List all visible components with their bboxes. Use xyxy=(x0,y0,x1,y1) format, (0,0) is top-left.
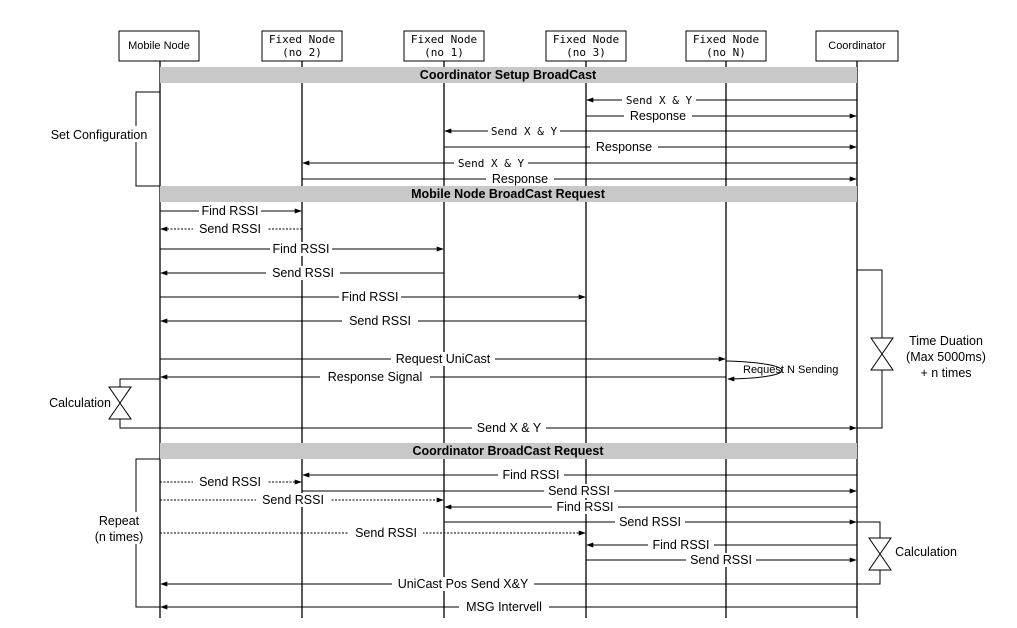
msg-label: Response xyxy=(596,140,652,154)
repeat-group: Repeat (n times) xyxy=(88,458,160,608)
section-coord-request: Coordinator BroadCast Request xyxy=(160,443,857,459)
msg-label: Send RSSI xyxy=(199,222,261,236)
msg-label: Send RSSI xyxy=(199,475,261,489)
section-coord-request-title: Coordinator BroadCast Request xyxy=(413,444,605,458)
node-fixed1: Fixed Node (no 1) xyxy=(403,30,485,62)
calculation-left-group: Calculation xyxy=(49,378,160,429)
calculation-right-bracket xyxy=(857,521,881,585)
node-fixedN-sub: (no N) xyxy=(706,46,746,59)
msg-label: Send RSSI xyxy=(349,314,411,328)
time-duration-max-label: (Max 5000ms) xyxy=(906,350,986,364)
node-fixedN: Fixed Node (no N) xyxy=(685,30,767,62)
set-configuration-group: Set Configuration xyxy=(45,91,160,187)
node-fixed1-label: Fixed Node xyxy=(411,33,477,46)
node-fixed3-label: Fixed Node xyxy=(553,33,619,46)
section-mobile-request-title: Mobile Node BroadCast Request xyxy=(411,187,606,201)
calculation-left-bracket xyxy=(119,378,160,429)
msg-label: Send RSSI xyxy=(619,515,681,529)
lifelines xyxy=(159,61,858,618)
node-fixed2-sub: (no 2) xyxy=(282,46,322,59)
msg-label: Find RSSI xyxy=(342,290,399,304)
hourglass-left-icon xyxy=(108,386,132,420)
msg-label: Find RSSI xyxy=(202,204,259,218)
node-fixed2-label: Fixed Node xyxy=(269,33,335,46)
msg-label: Find RSSI xyxy=(653,538,710,552)
msg-label: Send X & Y xyxy=(477,421,542,435)
msg-label: UniCast Pos Send X&Y xyxy=(398,577,529,591)
calculation-right-group: Calculation xyxy=(857,521,957,585)
node-fixed3-sub: (no 3) xyxy=(566,46,606,59)
msg-label: Send RSSI xyxy=(548,484,610,498)
msg-label: Send RSSI xyxy=(690,553,752,567)
messages: Send X & Y Response Send X & Y Response … xyxy=(160,93,857,614)
node-fixed1-sub: (no 1) xyxy=(424,46,464,59)
node-coordinator-label: Coordinator xyxy=(828,40,886,52)
msg-label: Send X & Y xyxy=(458,157,525,170)
calculation-right-label: Calculation xyxy=(895,545,957,559)
msg-label: Response xyxy=(630,109,686,123)
node-boxes: Mobile Node Fixed Node (no 2) Fixed Node… xyxy=(118,30,899,62)
msg-label: Response Signal xyxy=(328,370,423,384)
msg-label: Send RSSI xyxy=(272,266,334,280)
time-duration-label: Time Duation xyxy=(909,334,983,348)
time-duration-times-label: + n times xyxy=(920,366,971,380)
msg-label: Send RSSI xyxy=(355,526,417,540)
section-setup: Coordinator Setup BroadCast xyxy=(160,67,857,83)
node-coordinator: Coordinator xyxy=(815,30,899,62)
msg-label: Send X & Y xyxy=(491,125,558,138)
msg-label: Request UniCast xyxy=(396,352,491,366)
msg-label: Find RSSI xyxy=(503,468,560,482)
calculation-left-label: Calculation xyxy=(49,396,111,410)
repeat-count-label: (n times) xyxy=(95,530,144,544)
time-duration-group: Time Duation (Max 5000ms) + n times xyxy=(857,269,986,429)
repeat-label: Repeat xyxy=(99,514,140,528)
hourglass-right-icon xyxy=(870,337,894,371)
node-mobile-label: Mobile Node xyxy=(128,40,190,52)
msg-label: Send X & Y xyxy=(626,94,693,107)
msg-label: Find RSSI xyxy=(273,242,330,256)
node-mobile: Mobile Node xyxy=(118,30,200,62)
section-mobile-request: Mobile Node BroadCast Request xyxy=(160,186,857,202)
msg-label: Send RSSI xyxy=(262,493,324,507)
set-configuration-label: Set Configuration xyxy=(51,128,148,142)
hourglass-right-calc-icon xyxy=(868,537,892,571)
request-n-sending-loop xyxy=(725,360,782,382)
node-fixed3: Fixed Node (no 3) xyxy=(545,30,627,62)
node-fixedN-label: Fixed Node xyxy=(693,33,759,46)
msg-label: Response xyxy=(492,172,548,186)
request-n-sending-label: Request N Sending xyxy=(743,364,838,376)
node-fixed2: Fixed Node (no 2) xyxy=(261,30,343,62)
section-setup-title: Coordinator Setup BroadCast xyxy=(420,68,597,82)
msg-label: MSG Intervell xyxy=(466,600,542,614)
msg-label: Find RSSI xyxy=(557,500,614,514)
